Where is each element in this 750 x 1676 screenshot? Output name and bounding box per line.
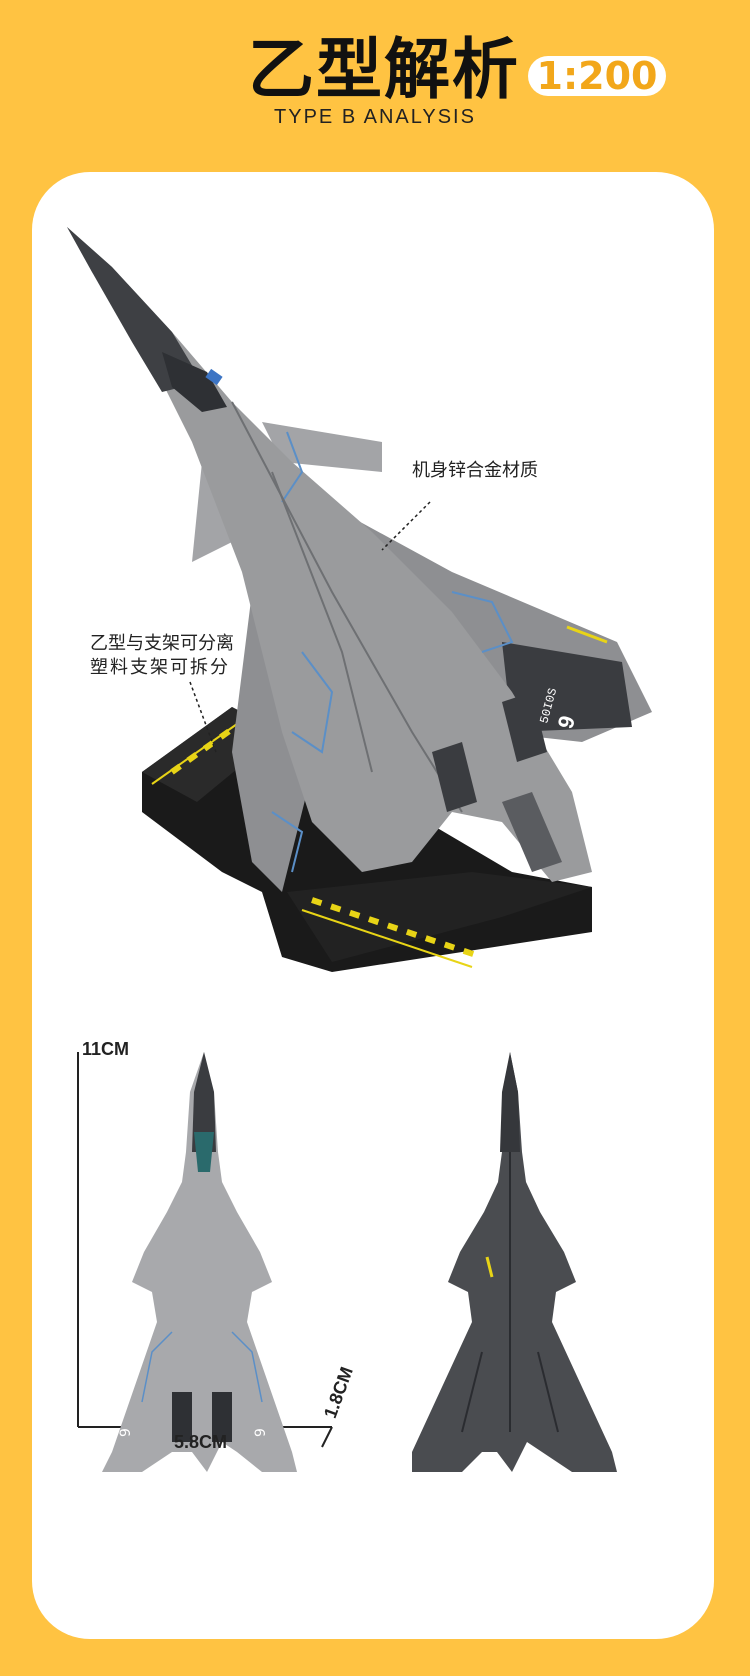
material-leader-line	[381, 501, 431, 551]
svg-text:9: 9	[253, 1428, 269, 1437]
width-dimension: 5.8CM	[174, 1432, 228, 1452]
stand-callout-line1: 乙型与支架可分离	[90, 633, 234, 654]
stand-leader-line	[189, 681, 217, 753]
stand-callout-line2: 塑料支架可拆分	[90, 657, 230, 678]
material-callout: 机身锌合金材质	[412, 460, 538, 481]
jet-model	[67, 227, 652, 892]
scale-badge: 1:200	[528, 56, 666, 96]
dimension-diagram: 9 9	[77, 1052, 617, 1472]
header: 乙型解析 1:200 TYPE B ANALYSIS	[0, 0, 750, 160]
engine-nozzles	[432, 692, 562, 872]
jet-bottom-view-dark	[412, 1052, 617, 1472]
height-dimension: 11CM	[82, 1039, 130, 1059]
page-subtitle: TYPE B ANALYSIS	[274, 106, 476, 128]
jet-on-stand-illustration: 9 50I0S	[67, 227, 652, 972]
jet-top-view-light: 9 9	[102, 1052, 297, 1472]
product-card: 9 50I0S 机身锌合金材质 乙型与支架可分离 塑料支架可拆分 9 9	[32, 172, 714, 1639]
svg-text:9: 9	[118, 1428, 134, 1437]
page-title: 乙型解析	[248, 31, 520, 108]
